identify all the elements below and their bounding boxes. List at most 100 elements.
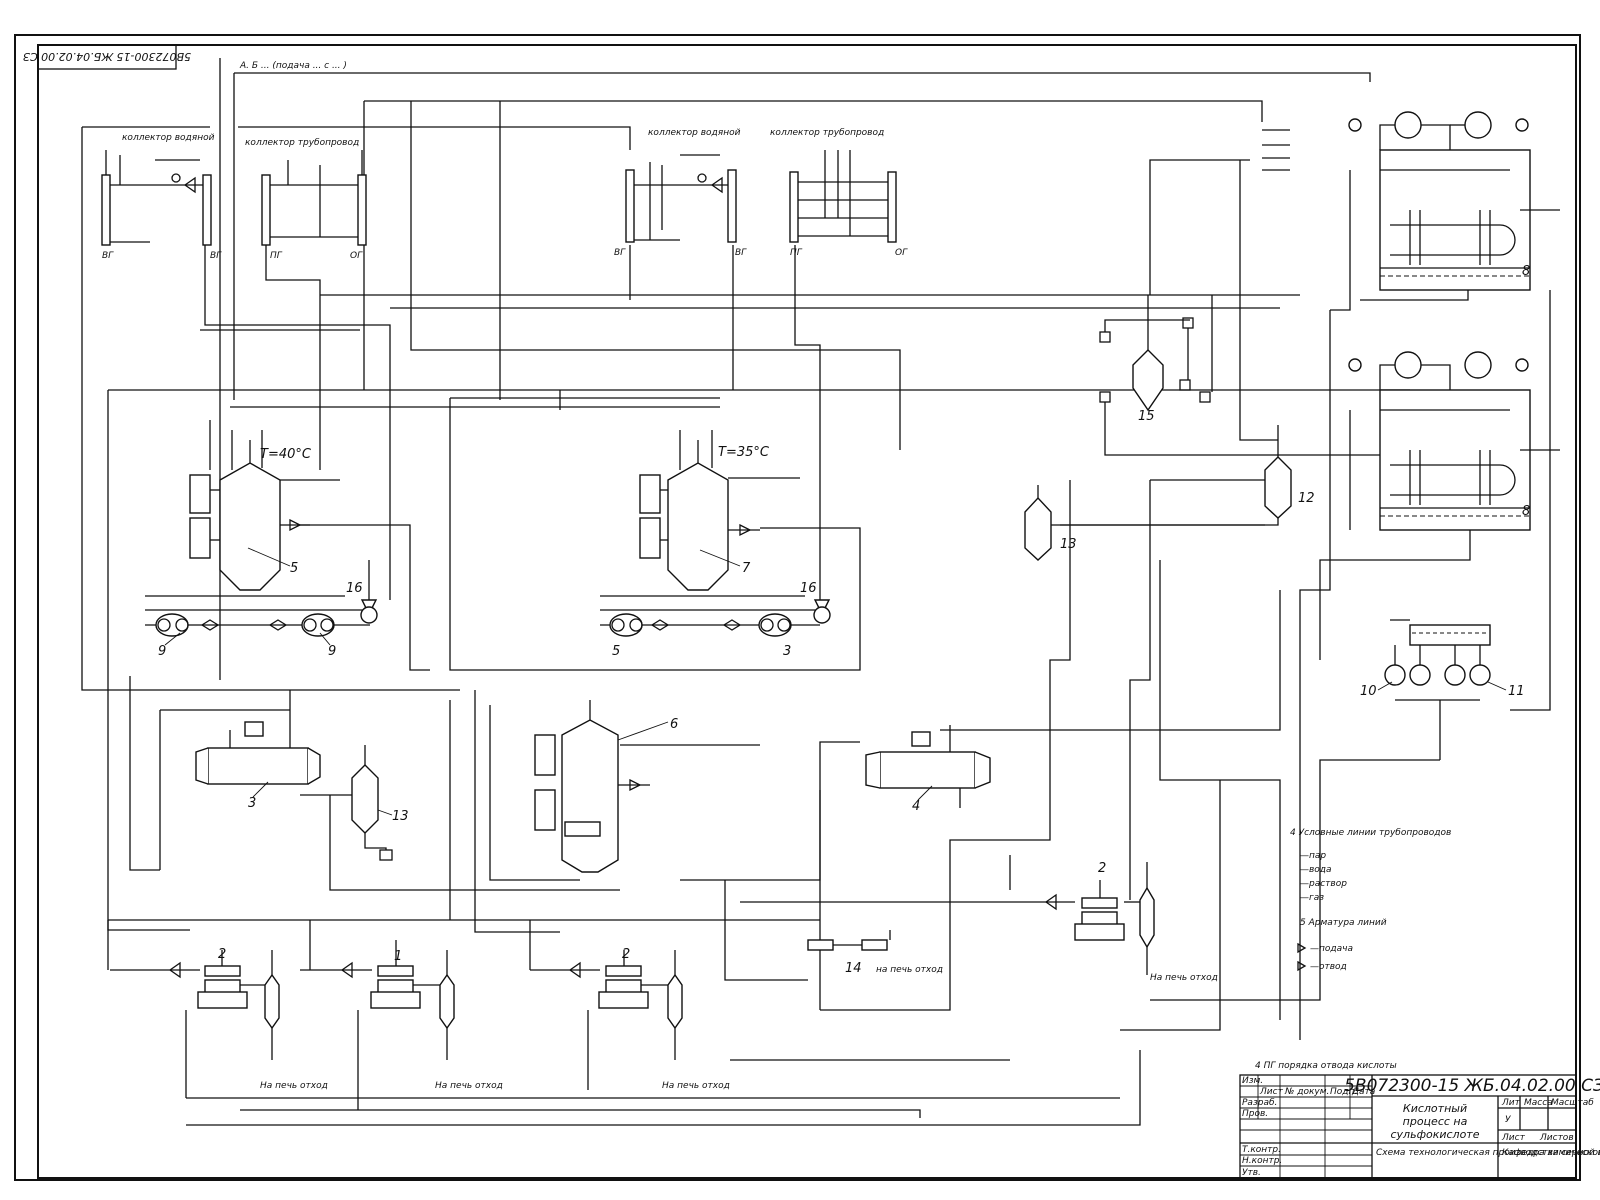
- tag-8-upper: 8: [1522, 264, 1530, 279]
- role-utv: Утв.: [1242, 1168, 1261, 1178]
- mid-header-lines: [108, 294, 1410, 408]
- filter-unit-1: 1 На печь отход: [300, 940, 503, 1110]
- col-doc: № докум.: [1284, 1087, 1329, 1097]
- tag-5-left: 5: [290, 561, 298, 576]
- role-nkontr: Н.контр.: [1242, 1156, 1282, 1166]
- outlet-label-5: на печь отход: [876, 965, 943, 975]
- tag-3-pump-right: 3: [783, 644, 791, 659]
- role-prov: Пров.: [1242, 1109, 1268, 1119]
- tag-9-right: 9: [328, 644, 336, 659]
- collector-2: коллектор трубопровод ПГ ОГ: [245, 138, 367, 261]
- legend-arrow-2: —отвод: [1310, 962, 1347, 972]
- legend: 4 Условные линии трубопроводов —пар —вод…: [1290, 828, 1451, 972]
- legend-item-2: —вода: [1300, 865, 1332, 875]
- collector-label-2: коллектор трубопровод: [245, 138, 359, 148]
- tag-3-heater: 3: [248, 796, 256, 811]
- collector-label-1: коллектор водяной: [122, 133, 215, 143]
- tag-16-left: 16: [346, 581, 363, 596]
- tag-12: 12: [1298, 491, 1315, 506]
- tag-4: 4: [912, 799, 920, 814]
- collector-label-3: коллектор водяной: [648, 128, 741, 138]
- sheet-counter-sheets: Листов: [1539, 1133, 1574, 1143]
- sheet-value-lit: У: [1505, 1115, 1511, 1125]
- tag-15: 15: [1138, 409, 1155, 424]
- unit-14: 14 на печь отход: [724, 790, 943, 1010]
- separator-13-left: 13: [300, 745, 620, 891]
- outer-frame: [14, 34, 1581, 1181]
- collector-tag-2a: ПГ: [270, 251, 283, 261]
- collector-tag-4a: ПГ: [790, 248, 803, 258]
- col-sign: Подп.: [1330, 1087, 1357, 1097]
- title-org: Кафедра химической технологии: [1502, 1148, 1600, 1158]
- cooling-tower-lower: 8: [1348, 351, 1560, 531]
- title-line-1: Кислотный: [1403, 1102, 1467, 1115]
- inner-frame: [37, 44, 1577, 1179]
- collector-drops: [204, 245, 821, 600]
- legend-subtitle: 5 Арматура линий: [1300, 918, 1387, 928]
- tag-5-pump-left: 5: [612, 644, 620, 659]
- heater-3: 3: [159, 690, 321, 870]
- col-date: Дата: [1351, 1087, 1375, 1097]
- title-line-3: сульфокислоте: [1391, 1128, 1480, 1141]
- tank-15: 15: [1099, 295, 1420, 456]
- pump-group-9: 9 9: [145, 595, 370, 659]
- sheet-label-mass: Масса: [1524, 1098, 1553, 1108]
- title-block: 5В072300-15 ЖБ.04.02.00 СЗ Кислотный про…: [1239, 1074, 1600, 1179]
- collector-tag-4b: ОГ: [895, 248, 908, 258]
- collector-tag-2b: ОГ: [350, 251, 363, 261]
- heater-4: 4: [680, 725, 991, 881]
- title-code: 5В072300-15 ЖБ.04.02.00 СЗ: [1344, 1076, 1600, 1096]
- tag-14: 14: [845, 961, 862, 976]
- stamp-top-left: 5В072300-15 ЖБ.04.02.00 СЗ: [23, 44, 191, 70]
- legend-title: 4 Условные линии трубопроводов: [1290, 828, 1451, 838]
- legend-item-3: —раствор: [1300, 879, 1347, 889]
- tag-16-mid: 16: [800, 581, 817, 596]
- collector-label-4: коллектор трубопровод: [770, 128, 884, 138]
- sheet-label-lit: Лит: [1501, 1098, 1521, 1108]
- sheet-counter-sheet: Лист: [1501, 1133, 1526, 1143]
- sheet-label-scale: Масштаб: [1551, 1098, 1594, 1108]
- right-verticals: [940, 170, 1551, 1040]
- bottom-note: 4 ПГ порядка отвода кислоты: [1255, 1061, 1397, 1071]
- separator-13-right: 13: [1024, 485, 1265, 561]
- filter-unit-2-mid: 2 На печь отход: [530, 947, 730, 1091]
- outlet-label-4: На печь отход: [1150, 973, 1218, 983]
- collector-1: коллектор водяной ВГ ВГ: [101, 133, 222, 261]
- bottom-pipes: [107, 700, 1141, 1126]
- header-note: А. Б ... (подача ... с ... ): [239, 61, 347, 71]
- role-izm: Изм.: [1242, 1076, 1263, 1086]
- tag-13-right: 13: [1060, 537, 1077, 552]
- filter-16-left: 16: [346, 560, 378, 624]
- tag-13-left: 13: [392, 809, 409, 824]
- outlet-label-2: На печь отход: [435, 1081, 503, 1091]
- tag-2-bottom-left: 2: [218, 947, 226, 962]
- legend-item-1: —пар: [1300, 851, 1326, 861]
- collector-tag-1b: ВГ: [210, 251, 222, 261]
- collector-4: коллектор трубопровод ПГ ОГ: [770, 128, 908, 258]
- title-subtitle: Схема технологическая производства серно…: [1376, 1148, 1600, 1158]
- outlet-label-1: На печь отход: [260, 1081, 328, 1091]
- cooling-tower-upper: 8: [1348, 111, 1560, 291]
- tag-2-right: 2: [1098, 861, 1106, 876]
- tag-7-mid: 7: [742, 561, 751, 576]
- col-sheet: Лист: [1259, 1087, 1284, 1097]
- storage-tank-10-11: 10 11: [1360, 619, 1525, 760]
- filter-unit-2-left: 2 На печь отход: [110, 947, 328, 1098]
- collector-tag-3b: ВГ: [735, 248, 747, 258]
- temp-left: Т=40°С: [260, 447, 312, 462]
- title-line-2: процесс на: [1403, 1115, 1468, 1128]
- stamp-code: 5В072300-15 ЖБ.04.02.00 СЗ: [23, 50, 191, 63]
- center-verticals: [820, 160, 1440, 1031]
- header-pipes: [81, 58, 1371, 691]
- reactor-7: Т=35°С 7: [639, 430, 800, 591]
- collector-3: коллектор водяной ВГ ВГ: [614, 128, 747, 258]
- loop-lines: [107, 390, 861, 931]
- tag-9-left: 9: [158, 644, 166, 659]
- tag-2-bottom-mid: 2: [622, 947, 630, 962]
- outlet-label-3: На печь отход: [662, 1081, 730, 1091]
- tag-10: 10: [1360, 684, 1377, 699]
- legend-arrow-1: —подача: [1310, 944, 1353, 954]
- collector-tag-3a: ВГ: [614, 248, 626, 258]
- tag-6: 6: [670, 717, 678, 732]
